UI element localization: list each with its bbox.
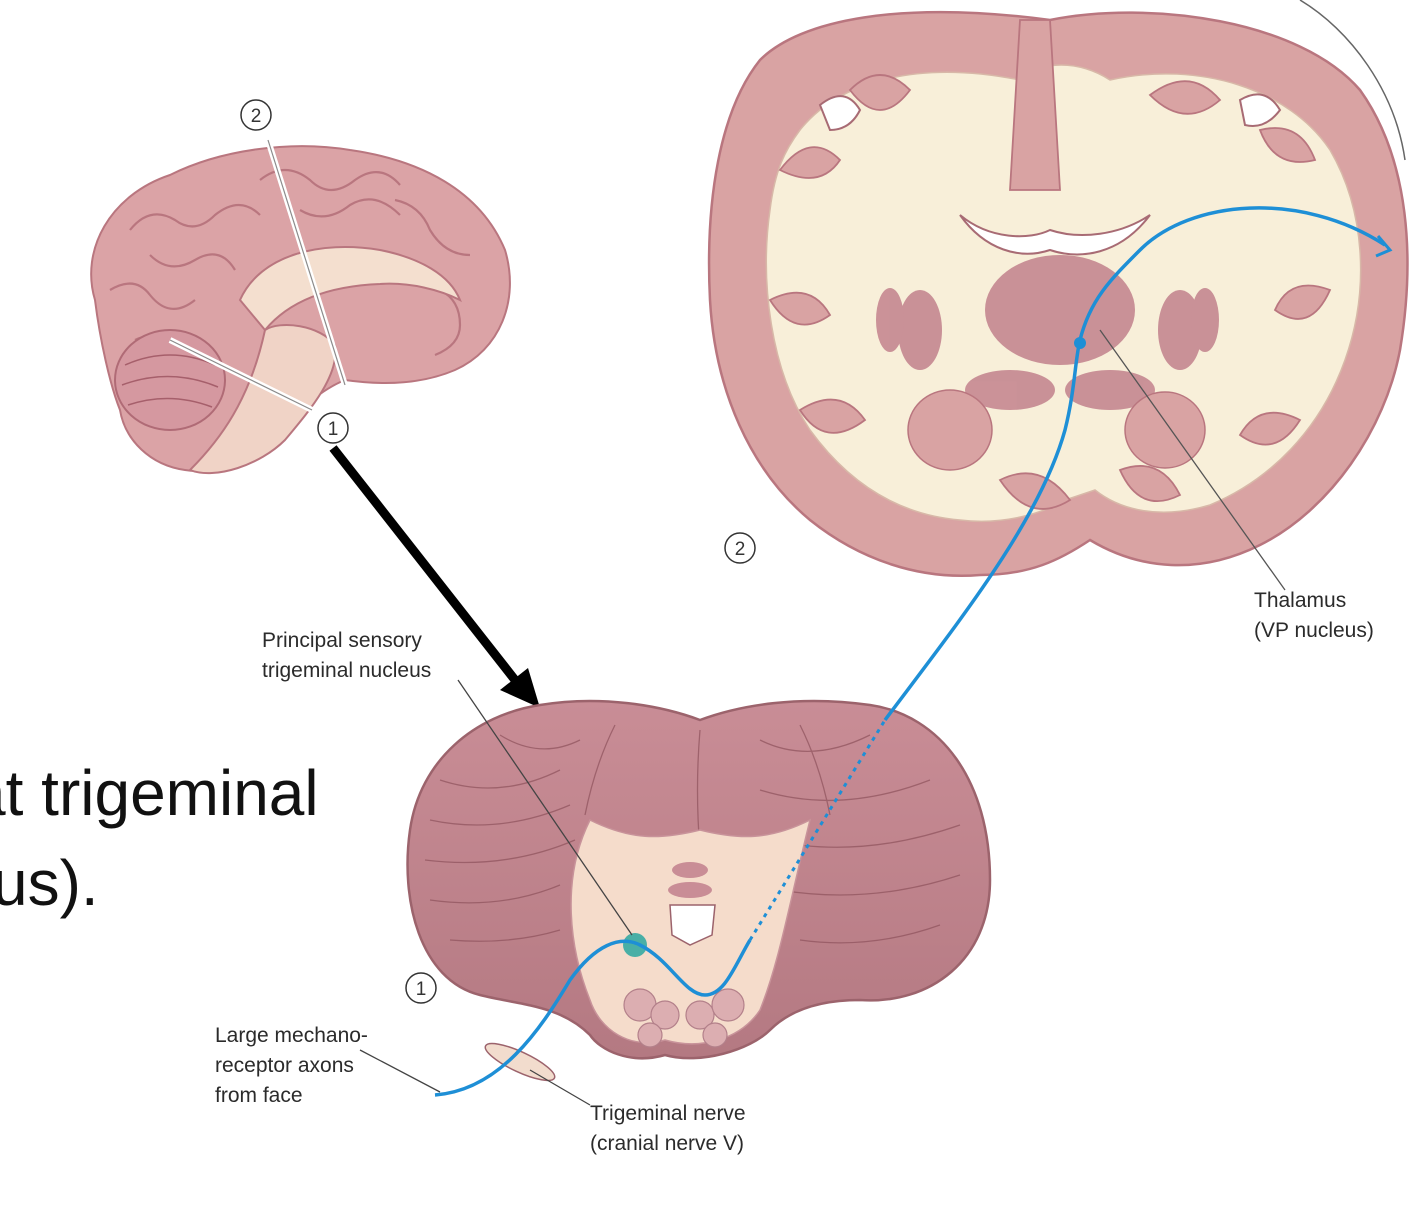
label-nerve-line1: Trigeminal nerve	[590, 1102, 746, 1125]
label-axons-line3: from face	[215, 1084, 303, 1107]
sagittal-brain	[90, 139, 511, 475]
section-arrow	[329, 445, 540, 708]
svg-text:1: 1	[328, 419, 339, 440]
label-thalamus-line2: (VP nucleus)	[1254, 619, 1374, 642]
label-axons-line2: receptor axons	[215, 1054, 354, 1077]
svg-text:1: 1	[416, 979, 427, 1000]
sensory-pathway	[434, 206, 1393, 1097]
leader-lines	[359, 679, 633, 1106]
label-principal-line2: trigeminal nucleus	[262, 659, 431, 682]
pons-section	[406, 699, 992, 1082]
section-marker-1-sagittal: 1	[317, 412, 349, 444]
svg-text:2: 2	[251, 106, 262, 127]
section-marker-2-top: 2	[240, 99, 272, 131]
slide-text-line1: at trigeminal	[0, 757, 319, 829]
label-principal-line1: Principal sensory	[262, 629, 422, 652]
label-nerve-line2: (cranial nerve V)	[590, 1132, 744, 1155]
coronal-brain-section	[707, 0, 1409, 577]
principal-sensory-nucleus-marker	[623, 933, 647, 957]
section-marker-1-pons: 1	[405, 972, 437, 1004]
section-marker-2-coronal: 2	[724, 532, 756, 564]
thalamus-leader-line	[1099, 329, 1286, 591]
slide-text-line2: us).	[0, 847, 99, 919]
svg-text:2: 2	[735, 539, 746, 560]
label-thalamus-line1: Thalamus	[1254, 589, 1346, 612]
label-axons-line1: Large mechano-	[215, 1024, 368, 1047]
